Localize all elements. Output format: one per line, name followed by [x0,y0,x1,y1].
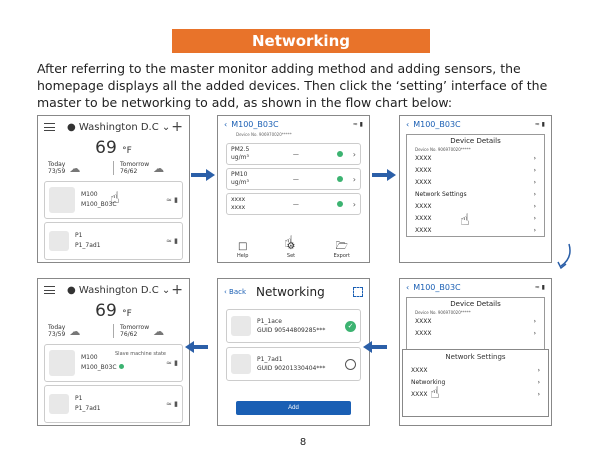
checked-icon[interactable]: ✓ [345,320,356,332]
device-details-panel: Device Details Device No. 906970020*****… [406,134,545,237]
add-button[interactable]: Add [236,401,351,415]
temperature: 69 °F [95,301,132,321]
back-icon[interactable]: ‹ [406,282,410,292]
network-settings-screen: ‹M100_B03C≈ ▮ Device Details Device No. … [399,278,552,426]
device-details-screen: ‹M100_B03C≈ ▮ Device Details Device No. … [399,115,552,263]
help-button[interactable]: □Help [237,241,249,259]
cloud-icon: ☁ [69,324,81,338]
set-button[interactable]: ⚙Set [286,241,296,259]
flow-arrow-right [372,169,396,181]
monitor-screen: ‹M100_B03C≈ ▮ Device No. 906970020***** … [217,115,370,263]
location-label[interactable]: ● Washington D.C ⌄ [67,284,171,296]
section-title: Networking [172,29,430,53]
wifi-battery-icon: ≈ ▮ [352,120,363,128]
cloud-icon: ☁ [69,161,81,175]
menu-icon[interactable] [44,123,55,131]
hand-pointer-icon: ☝ [430,383,440,402]
temperature: 69 °F [95,138,132,158]
cloud-icon: ☁ [153,161,165,175]
radio-icon[interactable] [345,358,356,370]
wifi-battery-icon: ≈ ▮ [534,283,545,291]
back-button[interactable]: ‹ Back [224,288,247,296]
back-icon[interactable]: ‹ [406,119,410,129]
menu-icon[interactable] [44,286,55,294]
network-settings-row[interactable]: Network Settings› [415,190,536,198]
hand-pointer-icon: ☝ [460,210,470,229]
page-number: 8 [299,437,307,448]
scan-icon[interactable] [353,287,363,297]
add-device-icon[interactable]: + [171,282,183,298]
flow-arrow-right [191,169,215,181]
intro-text: After referring to the master monitor ad… [37,61,548,110]
wifi-battery-icon: ≈ ▮ [166,196,178,204]
export-button[interactable]: 🗁Export [333,241,350,259]
wifi-battery-icon: ≈ ▮ [166,400,178,408]
location-label[interactable]: ● Washington D.C ⌄ [67,121,171,133]
status-dot [118,364,124,369]
flow-arrow-down [557,243,571,270]
back-icon[interactable]: ‹ [224,119,228,129]
hand-pointer-icon: ☝ [284,232,294,251]
cloud-icon: ☁ [153,324,165,338]
add-device-icon[interactable]: + [171,119,183,135]
flow-arrow-left [185,341,208,353]
flow-arrow-left [363,341,387,353]
hand-pointer-icon: ☝ [110,188,120,207]
network-settings-dialog: Network Settings XXXX› Networking› XXXX› [402,349,549,417]
wifi-battery-icon: ≈ ▮ [534,120,545,128]
wifi-battery-icon: ≈ ▮ [166,237,178,245]
wifi-battery-icon: ≈ ▮ [166,359,178,367]
networking-row[interactable]: Networking› [411,378,540,386]
